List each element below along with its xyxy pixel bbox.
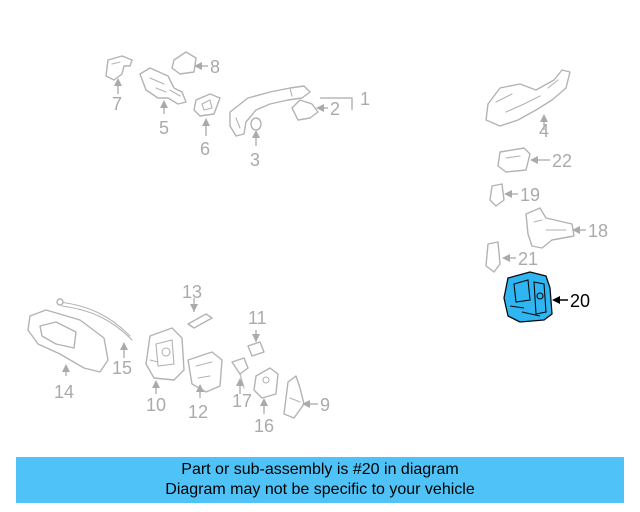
callout-14: 14 [54, 382, 74, 402]
callout-17: 17 [232, 391, 252, 411]
part-1: 1 [229, 85, 370, 137]
part-13: 13 [182, 282, 213, 329]
part-5: 5 [139, 67, 187, 138]
info-banner: Part or sub-assembly is #20 in diagram D… [16, 457, 624, 503]
part-15: 15 [56, 298, 133, 378]
callout-11: 11 [248, 308, 267, 328]
callout-22: 22 [552, 151, 572, 171]
part-7: 7 [105, 55, 133, 114]
callout-1: 1 [360, 89, 370, 109]
banner-line-2: Diagram may not be specific to your vehi… [165, 481, 475, 498]
banner-line-1: Part or sub-assembly is #20 in diagram [181, 461, 459, 478]
callout-19: 19 [520, 185, 540, 205]
part-19: 19 [489, 183, 540, 207]
part-9: 9 [283, 375, 330, 419]
part-16: 16 [253, 367, 279, 436]
callout-21: 21 [518, 249, 538, 269]
callout-2: 2 [330, 99, 340, 119]
part-2: 2 [291, 99, 340, 121]
callout-8: 8 [210, 57, 220, 77]
callout-15: 15 [112, 358, 132, 378]
callout-4: 4 [539, 121, 549, 141]
part-21: 21 [485, 241, 538, 273]
part-12: 12 [187, 351, 223, 422]
callout-12: 12 [188, 402, 208, 422]
part-3: 3 [250, 117, 262, 170]
part-11: 11 [247, 308, 267, 357]
callout-18: 18 [588, 221, 608, 241]
part-8: 8 [171, 51, 220, 77]
callout-16: 16 [254, 416, 274, 436]
part-14: 14 [27, 309, 109, 402]
part-10: 10 [145, 327, 185, 415]
callout-20: 20 [570, 291, 590, 311]
callout-6: 6 [200, 139, 210, 159]
part-6: 6 [193, 93, 221, 159]
part-22: 22 [497, 147, 572, 173]
part-20-highlighted[interactable]: 20 [503, 271, 590, 323]
callout-9: 9 [320, 395, 330, 415]
callout-5: 5 [159, 118, 169, 138]
part-4: 4 [485, 69, 571, 141]
callout-3: 3 [250, 150, 260, 170]
callout-10: 10 [146, 395, 166, 415]
callout-7: 7 [112, 94, 122, 114]
callout-13: 13 [182, 282, 202, 302]
part-18: 18 [525, 207, 608, 249]
part-17: 17 [231, 357, 252, 411]
